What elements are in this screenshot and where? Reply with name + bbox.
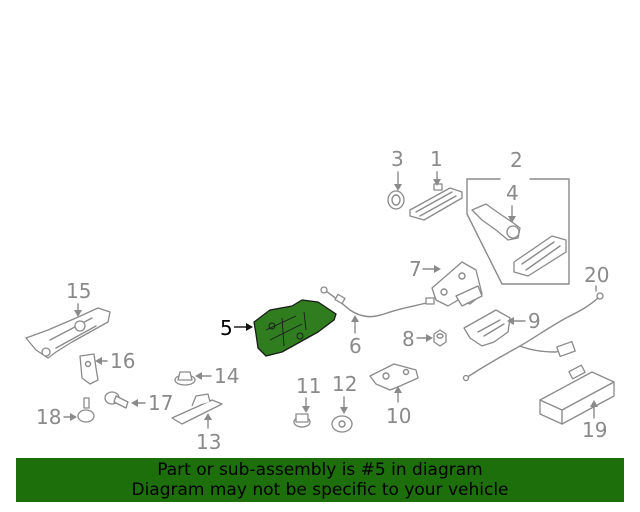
info-banner: Part or sub-assembly is #5 in diagram Di… bbox=[16, 458, 624, 502]
callout-3: 3 bbox=[391, 147, 404, 191]
part-12-pushpin[interactable] bbox=[331, 415, 353, 433]
svg-text:16: 16 bbox=[110, 349, 135, 373]
part-11-clip[interactable] bbox=[293, 413, 311, 428]
svg-text:10: 10 bbox=[386, 404, 411, 428]
part-17-screw[interactable] bbox=[104, 391, 129, 409]
svg-text:6: 6 bbox=[349, 334, 362, 358]
callout-7: 7 bbox=[409, 257, 441, 281]
svg-text:14: 14 bbox=[214, 364, 239, 388]
callout-12: 12 bbox=[332, 372, 357, 414]
svg-text:2: 2 bbox=[510, 148, 523, 172]
svg-text:12: 12 bbox=[332, 372, 357, 396]
callout-13: 13 bbox=[196, 413, 221, 454]
callout-5-highlighted: 5 bbox=[220, 316, 253, 340]
svg-text:8: 8 bbox=[402, 327, 415, 351]
callout-1: 1 bbox=[430, 147, 443, 186]
callout-20: 20 bbox=[584, 263, 609, 292]
part-2-switch[interactable] bbox=[513, 235, 567, 277]
part-8-nut[interactable] bbox=[433, 329, 447, 347]
part-20-harness[interactable] bbox=[462, 292, 604, 382]
svg-text:4: 4 bbox=[506, 181, 519, 205]
svg-text:18: 18 bbox=[36, 405, 61, 429]
part-4-actuator[interactable] bbox=[471, 203, 521, 241]
callout-11: 11 bbox=[296, 374, 321, 413]
callout-10: 10 bbox=[386, 386, 411, 428]
svg-text:20: 20 bbox=[584, 263, 609, 287]
svg-text:9: 9 bbox=[528, 309, 541, 333]
part-15-latch[interactable] bbox=[25, 307, 111, 359]
part-13-striker[interactable] bbox=[171, 393, 223, 425]
part-3-grommet[interactable] bbox=[387, 190, 405, 210]
svg-text:19: 19 bbox=[582, 418, 607, 442]
callout-18: 18 bbox=[36, 405, 77, 429]
callout-9: 9 bbox=[507, 309, 541, 333]
svg-text:15: 15 bbox=[66, 279, 91, 303]
svg-text:13: 13 bbox=[196, 430, 221, 454]
part-2-assembly-box bbox=[466, 178, 570, 285]
svg-text:11: 11 bbox=[296, 374, 321, 398]
callout-6: 6 bbox=[349, 315, 362, 358]
callout-16: 16 bbox=[95, 349, 135, 373]
part-6-cable[interactable] bbox=[320, 286, 435, 318]
callout-14: 14 bbox=[195, 364, 239, 388]
part-5-actuator-highlighted[interactable] bbox=[253, 299, 337, 357]
part-9-bracket[interactable] bbox=[463, 309, 511, 347]
svg-text:3: 3 bbox=[391, 147, 404, 171]
part-1-handle[interactable] bbox=[409, 183, 463, 221]
part-14-nut[interactable] bbox=[174, 371, 196, 386]
part-10-bracket[interactable] bbox=[369, 363, 419, 391]
part-18-bolt[interactable] bbox=[77, 397, 95, 423]
svg-text:17: 17 bbox=[148, 391, 173, 415]
callout-8: 8 bbox=[402, 327, 433, 351]
part-16-bracket[interactable] bbox=[79, 353, 99, 385]
part-7-bracket[interactable] bbox=[431, 261, 483, 307]
callout-4: 4 bbox=[506, 181, 519, 223]
callout-15: 15 bbox=[66, 279, 91, 317]
svg-text:7: 7 bbox=[409, 257, 422, 281]
svg-text:1: 1 bbox=[430, 147, 443, 171]
banner-line-2: Diagram may not be specific to your vehi… bbox=[131, 480, 509, 500]
callout-17: 17 bbox=[131, 391, 173, 415]
callout-19: 19 bbox=[582, 400, 607, 442]
part-19-module[interactable] bbox=[539, 364, 615, 425]
callout-2: 2 bbox=[510, 148, 523, 172]
banner-line-1: Part or sub-assembly is #5 in diagram bbox=[157, 460, 483, 480]
svg-text:5: 5 bbox=[220, 316, 233, 340]
